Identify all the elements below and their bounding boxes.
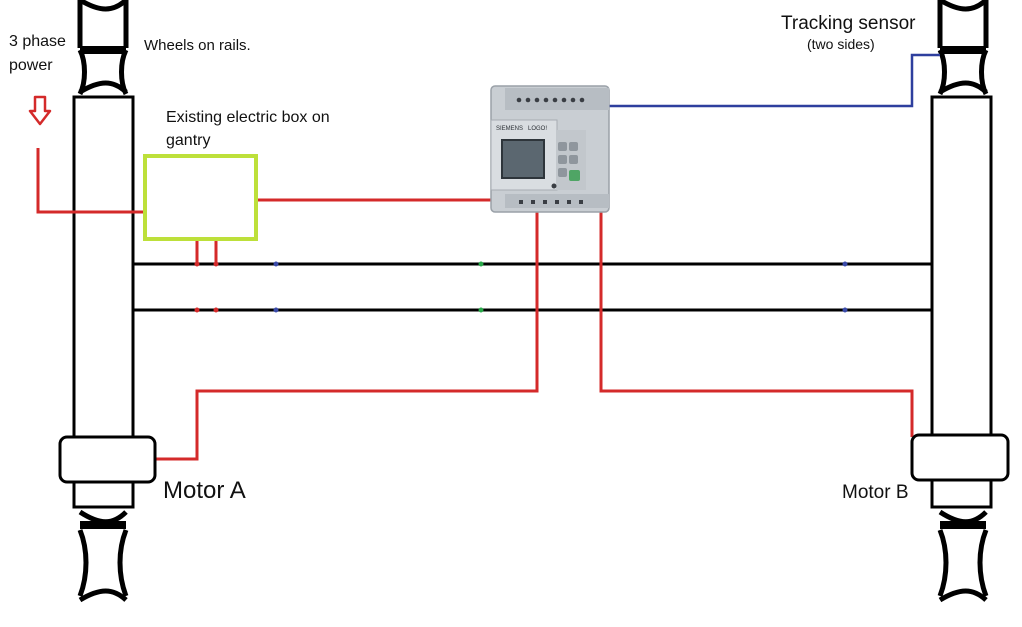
motor-b-label: Motor B: [842, 482, 909, 503]
right-top-wheel-axle: [940, 46, 986, 54]
plc-model: LOGO!: [528, 126, 547, 132]
wheels-label: Wheels on rails.: [144, 37, 251, 54]
electric-box: [143, 154, 258, 241]
power-wiring: [36, 148, 914, 461]
beam-connection-dots: [194, 261, 848, 313]
left-bottom-wheel-axle: [80, 521, 126, 529]
tracking-sensor-label: Tracking sensor: [781, 13, 916, 34]
tracking-sensor-note: (two sides): [807, 36, 875, 52]
plc-keypad: [558, 142, 578, 177]
electric-box-label: Existing electric box on gantry: [166, 109, 330, 149]
motor-a: [58, 435, 157, 484]
power-label: 3 phase power: [9, 33, 66, 74]
motor-a-label: Motor A: [163, 477, 246, 504]
plc-display: [501, 139, 545, 179]
sensor-wire: [606, 53, 940, 108]
plc-brand: SIEMENS: [496, 126, 523, 132]
right-bottom-wheel-axle: [940, 521, 986, 529]
left-top-wheel-axle: [80, 46, 126, 54]
down-arrow-icon: [28, 95, 52, 126]
motor-b: [910, 433, 1010, 482]
plc-controller: SIEMENS LOGO!: [490, 85, 610, 213]
